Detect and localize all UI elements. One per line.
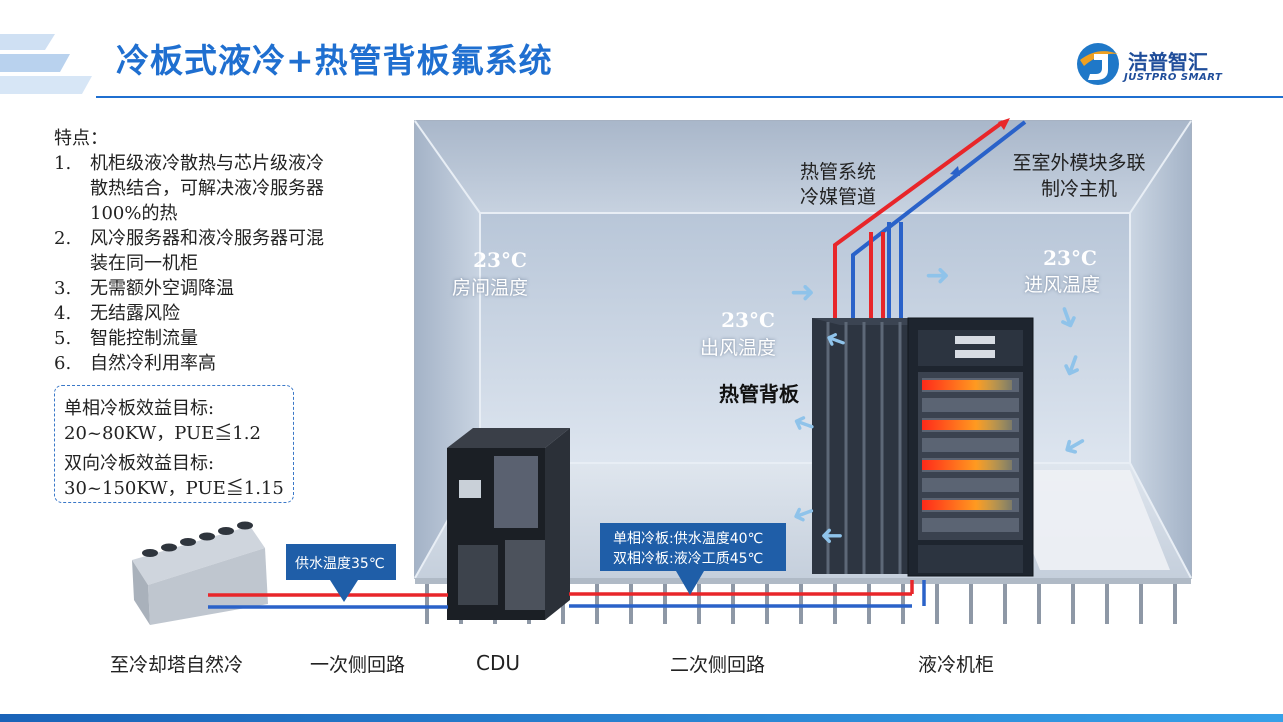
dual-phase-target-value: 30~150KW，PUE≦1.15 bbox=[64, 478, 284, 499]
dual-phase-target-title: 双向冷板效益目标: bbox=[64, 453, 215, 474]
feature-item: 2. 风冷服务器和液冷服务器可混 bbox=[54, 226, 324, 251]
feature-text: 自然冷利用率高 bbox=[90, 353, 216, 374]
page-title: 冷板式液冷+热管背板氟系统 bbox=[116, 41, 553, 80]
airflow-arrow-icon: ➜ bbox=[925, 258, 951, 293]
outlet-temperature-value: 23°C bbox=[721, 308, 775, 332]
airflow-arrow-icon: ➜ bbox=[790, 275, 816, 310]
primary-loop-label: 一次侧回路 bbox=[310, 654, 406, 676]
feature-number: 4. bbox=[54, 303, 72, 324]
feature-number: 6. bbox=[54, 353, 72, 374]
room-temperature-label: 房间温度 bbox=[452, 277, 529, 299]
feature-number: 2. bbox=[54, 228, 72, 249]
heat-pipe-backplate-label: 热管背板 bbox=[719, 382, 799, 406]
secondary-flag-arrow-icon bbox=[676, 571, 704, 595]
refrigerant-pipe-line: 冷媒管道 bbox=[800, 186, 877, 208]
title-underline bbox=[96, 96, 1283, 98]
cdu-label: CDU bbox=[476, 651, 521, 675]
feature-item-continuation: 散热结合，可解决液冷服务器 bbox=[54, 176, 324, 201]
feature-text: 装在同一机柜 bbox=[90, 253, 198, 274]
corner-stripes-icon bbox=[0, 34, 92, 94]
logo-subtitle: JUSTPRO SMART bbox=[1124, 72, 1223, 83]
dual-phase-spec: 双相冷板:液冷工质45℃ bbox=[613, 551, 764, 567]
feature-text: 智能控制流量 bbox=[90, 328, 198, 349]
outdoor-unit-line: 至室外模块多联 bbox=[1012, 152, 1146, 174]
feature-text: 无需额外空调降温 bbox=[90, 278, 234, 299]
outdoor-unit-line: 制冷主机 bbox=[1040, 178, 1117, 200]
feature-number: 5. bbox=[54, 328, 72, 349]
outdoor-unit-label: 至室外模块多联 制冷主机 bbox=[1004, 150, 1154, 202]
feature-text: 风冷服务器和液冷服务器可混 bbox=[90, 228, 324, 249]
feature-item-continuation: 装在同一机柜 bbox=[54, 251, 324, 276]
feature-item: 1. 机柜级液冷散热与芯片级液冷 bbox=[54, 151, 324, 176]
justpro-logo-icon bbox=[1077, 43, 1119, 85]
feature-item: 6. 自然冷利用率高 bbox=[54, 351, 324, 376]
inlet-temperature-value: 23°C bbox=[1043, 246, 1097, 270]
feature-text: 散热结合，可解决液冷服务器 bbox=[90, 178, 324, 199]
cooling-tower-label: 至冷却塔自然冷 bbox=[110, 654, 244, 676]
features-heading: 特点： bbox=[54, 128, 108, 149]
logo-name: 洁普智汇 bbox=[1128, 50, 1208, 74]
feature-text: 机柜级液冷散热与芯片级液冷 bbox=[90, 153, 324, 174]
feature-number: 1. bbox=[54, 153, 72, 174]
room-temperature-value: 23°C bbox=[473, 248, 527, 272]
heat-pipe-system-label: 热管系统 冷媒管道 bbox=[800, 160, 876, 210]
feature-item: 5. 智能控制流量 bbox=[54, 326, 324, 351]
inlet-temperature-label: 进风温度 bbox=[1024, 274, 1101, 296]
supply-temp-flag: 供水温度35℃ bbox=[286, 544, 396, 580]
single-phase-target-title: 单相冷板效益目标: bbox=[64, 398, 215, 419]
supply-flag-arrow-icon bbox=[330, 580, 358, 602]
supply-temp-text: 供水温度35℃ bbox=[295, 556, 385, 572]
targets-box: 单相冷板效益目标: 20~80KW，PUE≦1.2 双向冷板效益目标: 30~1… bbox=[54, 385, 294, 503]
single-phase-target-value: 20~80KW，PUE≦1.2 bbox=[64, 423, 261, 444]
outlet-temperature-label: 出风温度 bbox=[700, 337, 777, 359]
feature-item: 3. 无需额外空调降温 bbox=[54, 276, 324, 301]
secondary-loop-label: 二次侧回路 bbox=[670, 654, 766, 676]
feature-text: 100%的热 bbox=[90, 203, 178, 224]
feature-item-continuation: 100%的热 bbox=[54, 201, 324, 226]
liquid-cabinet-label: 液冷机柜 bbox=[918, 654, 995, 676]
secondary-spec-flag: 单相冷板:供水温度40℃ 双相冷板:液冷工质45℃ bbox=[600, 523, 786, 571]
feature-item: 4. 无结露风险 bbox=[54, 301, 324, 326]
single-phase-spec: 单相冷板:供水温度40℃ bbox=[613, 531, 764, 547]
features-list: 1. 机柜级液冷散热与芯片级液冷 散热结合，可解决液冷服务器 100%的热 2. 风… bbox=[54, 151, 324, 376]
feature-text: 无结露风险 bbox=[90, 303, 180, 324]
heat-pipe-system-line: 热管系统 bbox=[800, 161, 877, 183]
airflow-arrow-icon: ➜ bbox=[820, 520, 844, 553]
feature-number: 3. bbox=[54, 278, 72, 299]
